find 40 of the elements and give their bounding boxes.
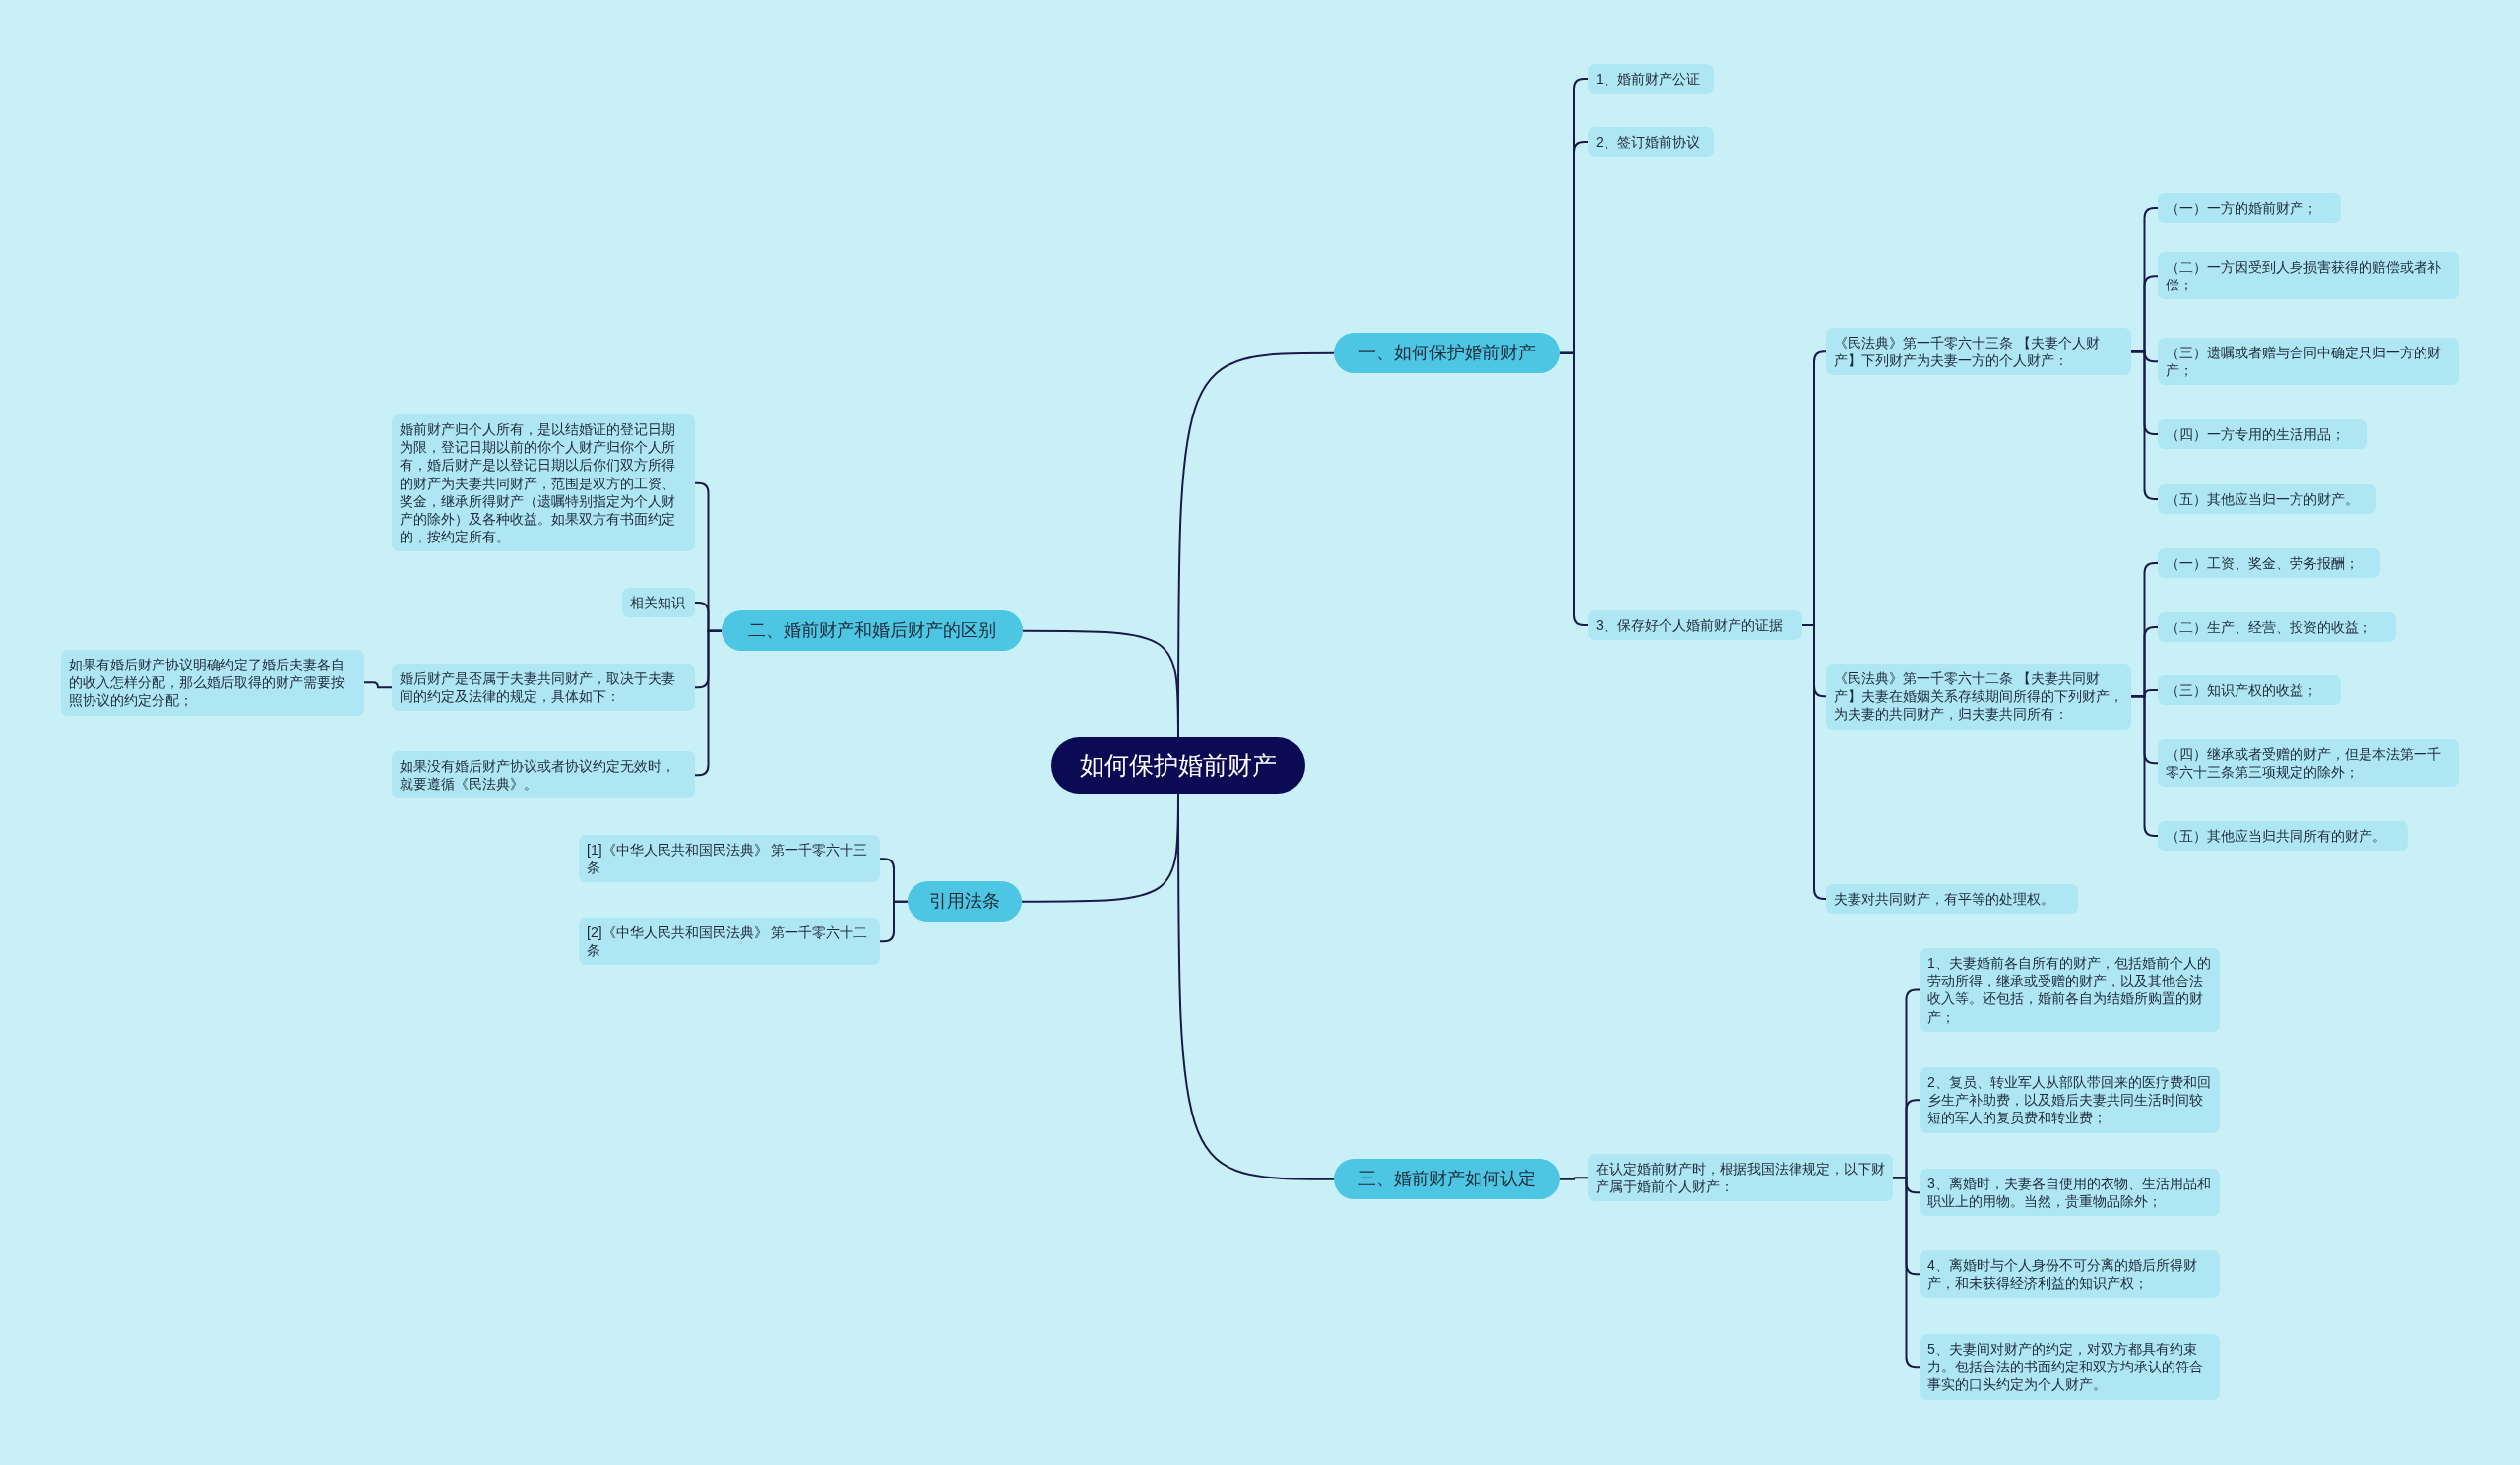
topic-box: （三）遗嘱或者赠与合同中确定只归一方的财产； bbox=[2158, 338, 2459, 386]
topic-box: 《民法典》第一千零六十三条 【夫妻个人财产】下列财产为夫妻一方的个人财产： bbox=[1826, 328, 2131, 376]
topic-box: （一）工资、奖金、劳务报酬； bbox=[2158, 548, 2380, 579]
topic-box: 婚后财产是否属于夫妻共同财产，取决于夫妻间的约定及法律的规定，具体如下： bbox=[392, 664, 695, 712]
topic-box: （五）其他应当归共同所有的财产。 bbox=[2158, 821, 2408, 852]
topic-box: [2]《中华人民共和国民法典》 第一千零六十二条 bbox=[579, 918, 880, 966]
connector-line bbox=[1022, 629, 1179, 738]
topic-box: （二）生产、经营、投资的收益； bbox=[2158, 612, 2396, 643]
topic-box: 4、离婚时与个人身份不可分离的婚后所得财产，和未获得经济利益的知识产权； bbox=[1920, 1250, 2220, 1299]
branch-topic: 三、婚前财产如何认定 bbox=[1334, 1159, 1560, 1200]
topic-box: （二）一方因受到人身损害获得的赔偿或者补偿； bbox=[2158, 252, 2459, 300]
branch-topic: 一、如何保护婚前财产 bbox=[1334, 333, 1560, 374]
topic-box: （五）其他应当归一方的财产。 bbox=[2158, 484, 2376, 515]
branch-topic: 引用法条 bbox=[908, 881, 1022, 923]
topic-box: 5、夫妻间对财产的约定，对双方都具有约束力。包括合法的书面约定和双方均承认的符合事实的口头约定为个人财产。 bbox=[1920, 1334, 2220, 1400]
topic-box: [1]《中华人民共和国民法典》 第一千零六十三条 bbox=[579, 835, 880, 883]
connector-line bbox=[879, 900, 909, 943]
topic-box: 3、离婚时，夫妻各自使用的衣物、生活用品和职业上的用物。当然，贵重物品除外； bbox=[1920, 1169, 2220, 1217]
topic-box: 2、复员、转业军人从部队带回来的医疗费和回乡生产补助费，以及婚后夫妻共同生活时间较短的军人的复员费和转业费； bbox=[1920, 1067, 2220, 1133]
topic-box: 相关知识 bbox=[622, 588, 695, 618]
topic-box: 如果有婚后财产协议明确约定了婚后夫妻各自的收入怎样分配，那么婚后取得的财产需要按照协议的约定分配； bbox=[61, 650, 364, 716]
topic-box: （一）一方的婚前财产； bbox=[2158, 193, 2341, 223]
topic-box: 3、保存好个人婚前财产的证据 bbox=[1588, 610, 1802, 641]
topic-box: （三）知识产权的收益； bbox=[2158, 675, 2341, 706]
topic-box: 2、签订婚前协议 bbox=[1588, 127, 1714, 158]
topic-box: 在认定婚前财产时，根据我国法律规定，以下财产属于婚前个人财产： bbox=[1588, 1154, 1893, 1202]
connector-line bbox=[1559, 1177, 1589, 1180]
topic-box: （四）一方专用的生活用品； bbox=[2158, 419, 2367, 450]
topic-box: 《民法典》第一千零六十二条 【夫妻共同财产】夫妻在婚姻关系存续期间所得的下列财产，为夫妻的共同财产，归夫妻共同所有： bbox=[1826, 664, 2131, 730]
connector-line bbox=[1801, 624, 1827, 901]
topic-box: 1、婚前财产公证 bbox=[1588, 64, 1714, 95]
topic-box: （四）继承或者受赠的财产，但是本法第一千零六十三条第三项规定的除外； bbox=[2158, 739, 2459, 788]
topic-box: 婚前财产归个人所有，是以结婚证的登记日期为限，登记日期以前的你个人财产归你个人所有，婚后财产是以登记日期以后你们双方所得的财产为夫妻共同财产，范围是双方的工资、奖金，继承所得财产（遗嘱特别指定为个人财产的除外）及各种收益。如果双方有书面约定的，按约定所有。 bbox=[392, 414, 695, 552]
topic-box: 1、夫妻婚前各自所有的财产，包括婚前个人的劳动所得，继承或受赠的财产，以及其他合法收入等。还包括，婚前各自为结婚所购置的财产； bbox=[1920, 948, 2220, 1032]
topic-box: 如果没有婚后财产协议或者协议约定无效时，就要遵循《民法典》。 bbox=[392, 751, 695, 799]
connector-line bbox=[363, 681, 393, 689]
central-topic: 如何保护婚前财产 bbox=[1051, 737, 1305, 794]
topic-box: 夫妻对共同财产，有平等的处理权。 bbox=[1826, 884, 2078, 915]
connector-line bbox=[1559, 351, 1589, 627]
branch-topic: 二、婚前财产和婚后财产的区别 bbox=[722, 610, 1023, 652]
